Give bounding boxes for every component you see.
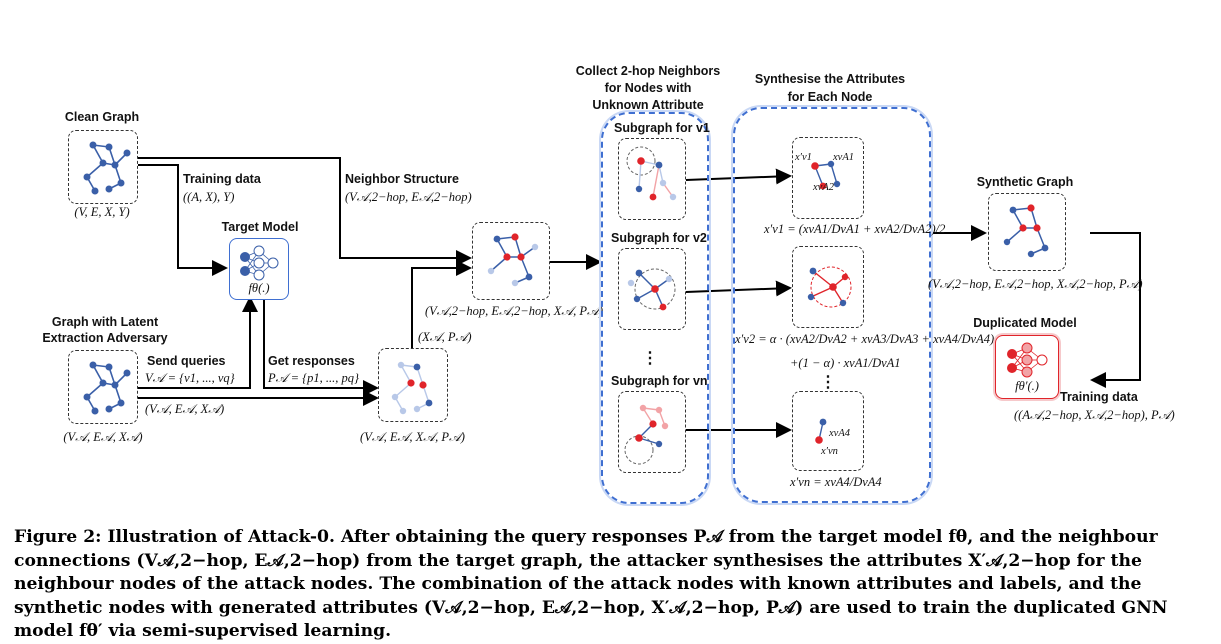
query-graph-math: (V𝒜, E𝒜, X𝒜, P𝒜) [360,430,465,444]
duplicated-model-title: Duplicated Model [973,316,1077,330]
subgraph-v2-label: Subgraph for v2 [611,231,707,245]
synthesise-group [733,107,931,503]
collect-title-2: for Nodes with [604,81,692,95]
arrow-training-data-2 [1090,232,1141,388]
formula-v1: x′v1 = (xvA1/DvA1 + xvA2/DvA2)/2 [764,222,946,236]
synth-v1-icon [811,160,841,190]
synth-v2-box [792,246,864,328]
get-responses-label: Get responses [268,354,355,368]
connector-layer [138,157,1141,438]
clean-graph-title: Clean Graph [64,110,140,124]
arrow-v2 [685,280,792,297]
formula-v2-a: x′v2 = α · (xvA2/DvA2 + xvA3/DvA3 + xvA4… [735,332,1004,346]
target-model-title: Target Model [221,220,299,234]
arrow-xp [411,260,472,350]
neural-network-red-icon [1007,342,1048,378]
subgraph-v2-box [618,248,686,330]
latent-graph-icon [83,361,131,415]
formula-vn: x′vn = xvA4/DvA4 [790,475,882,489]
send-queries-label: Send queries [147,354,226,368]
training-data-2-math: ((A𝒜,2−hop, X𝒜,2−hop), P𝒜) [1014,408,1175,422]
subgraph-vn-box [618,391,686,473]
collect-group [601,112,709,504]
query-graph-icon [391,361,433,415]
synthetic-graph-icon [1003,204,1049,258]
arrow-send-queries [138,296,258,389]
duplicated-model-fn: fθ′(.) [1015,379,1039,393]
subgraph-v1-icon [626,146,677,201]
clean-graph-icon [83,141,131,195]
synth-v1-box: x′v1 xvA1 xvA2 [792,137,864,219]
xp-label: (X𝒜, P𝒜) [418,330,472,344]
synthetic-graph-math: (V𝒜,2−hop, E𝒜,2−hop, X𝒜,2−hop, P𝒜) [928,277,1143,291]
synth-vn-box: xvA4 x′vn [792,391,864,471]
get-responses-math: P𝒜 = {p1, ..., pq} [268,371,360,385]
arrow-get-responses [263,298,379,396]
clean-graph-math: (V, E, X, Y) [74,205,130,219]
target-model-box: fθ(.) [229,238,289,300]
latent-graph-title-2: Extraction Adversary [42,331,168,345]
neural-network-icon [240,245,279,281]
latent-graph-math: (V𝒜, E𝒜, X𝒜) [63,430,143,444]
merged-graph-box [472,222,550,300]
query-graph-box [378,348,448,422]
synthetic-graph-box [988,193,1066,271]
arrow-training-data [138,164,228,276]
send-queries-math: V𝒜 = {v1, ..., vq} [145,371,235,385]
synth-v2-icon [807,266,852,308]
synth-vn-icon [815,418,827,444]
arrow-v1 [685,168,792,185]
formula-v2-b: +(1 − α) · xvA1/DvA1 [790,356,901,370]
merged-graph-icon [487,233,539,287]
subgraph-v2-icon [627,268,676,311]
training-data-label: Training data [183,172,261,186]
merged-graph-math: (V𝒜,2−hop, E𝒜,2−hop, X𝒜, P𝒜) [425,304,604,318]
synth-title-2: for Each Node [787,90,873,104]
subgraph-v1-label: Subgraph for v1 [614,121,710,135]
arrow-vex-label: (V𝒜, E𝒜, X𝒜) [145,402,225,416]
synth-dots: ⋮ [820,374,836,391]
collect-title-1: Collect 2-hop Neighbors [575,64,721,78]
latent-graph-box [68,350,138,424]
training-data-math: ((A, X), Y) [183,190,235,204]
subgraph-dots: ⋮ [642,350,658,367]
latent-graph-title-1: Graph with Latent [51,315,159,329]
synth-title-1: Synthesise the Attributes [754,72,906,86]
figure-caption: Figure 2: Illustration of Attack-0. Afte… [14,527,1168,641]
subgraph-v1-box [618,138,686,220]
clean-graph-box [68,130,138,204]
subgraph-vn-icon [624,404,669,465]
neighbor-structure-math: (V𝒜,2−hop, E𝒜,2−hop) [345,190,472,204]
subgraph-vn-label: Subgraph for vn [611,374,708,388]
target-model-fn: fθ(.) [248,281,270,295]
neighbor-structure-label: Neighbor Structure [345,172,459,186]
duplicated-model-box: fθ′(.) [995,335,1059,399]
arrow-neighbor-structure [138,157,472,266]
collect-title-3: Unknown Attribute [592,98,704,112]
synthetic-graph-title: Synthetic Graph [976,175,1074,189]
training-data-2-label: Training data [1060,390,1138,404]
